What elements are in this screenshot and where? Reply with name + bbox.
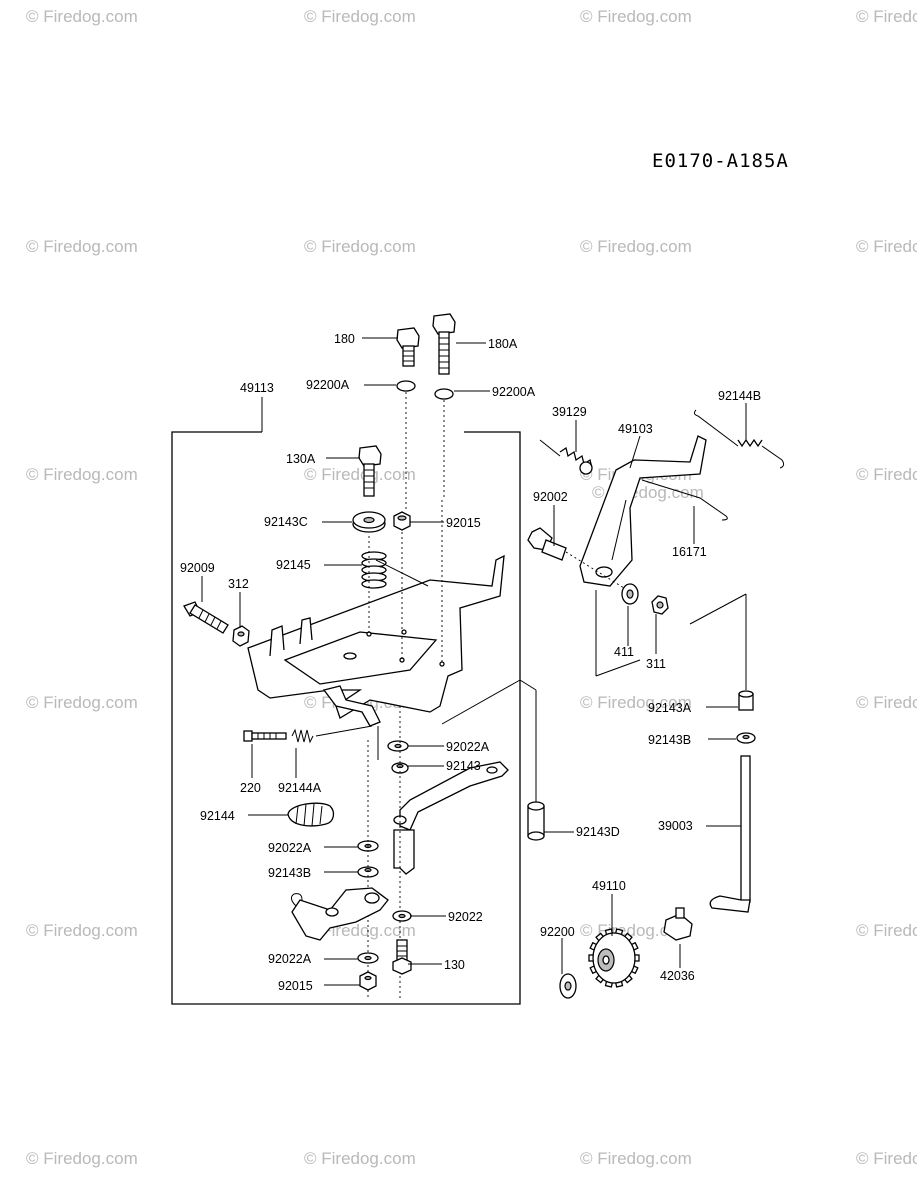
spring-39129 (539, 439, 593, 475)
part-92002-label: 92002 (533, 490, 568, 504)
part-92145-label: 92145 (276, 558, 311, 572)
part-180A-label: 180A (488, 337, 518, 351)
watermark: © Firedog.com (580, 693, 692, 712)
part-92143B-right-label: 92143B (648, 733, 691, 747)
part-220-label: 220 (240, 781, 261, 795)
collar-92143A (738, 690, 754, 711)
part-92022A-upper-label: 92022A (446, 740, 490, 754)
watermark: © Firedog.com (26, 465, 138, 484)
watermark: © Firedog.com (304, 237, 416, 256)
nut-312 (232, 625, 250, 647)
part-130A-label: 130A (286, 452, 316, 466)
watermark: © Firedog.com (856, 693, 917, 712)
watermark: © Firedog.com (26, 7, 138, 26)
spring-92144A (291, 728, 314, 744)
lower-bracket (322, 685, 381, 727)
part-92144A-label: 92144A (278, 781, 322, 795)
watermark: © Firedog.com (580, 1149, 692, 1168)
governor-lever (393, 761, 509, 875)
governor-plate (247, 554, 505, 719)
sleeve-92143D (527, 801, 545, 841)
watermark: © Firedog.com (856, 7, 917, 26)
part-49103-label: 49103 (618, 422, 653, 436)
part-180-label: 180 (334, 332, 355, 346)
part-39129-label: 39129 (552, 405, 587, 419)
watermark: © Firedog.com (26, 1149, 138, 1168)
part-92143B-left-label: 92143B (268, 866, 311, 880)
leader-lines (201, 337, 747, 986)
part-92200A-right-label: 92200A (492, 385, 536, 399)
nut-92015-top (393, 511, 411, 531)
washer-92200A-left (396, 380, 416, 392)
watermark: © Firedog.com (580, 7, 692, 26)
lower-lever (290, 887, 389, 941)
watermark: © Firedog.com (26, 921, 138, 940)
watermarks: © Firedog.com © Firedog.com © Firedog.com ©… (26, 7, 917, 1168)
bushing-92143C (352, 511, 386, 533)
assembly-frame (171, 397, 537, 1005)
watermark: © Firedog.com (856, 1149, 917, 1168)
part-312-label: 312 (228, 577, 249, 591)
spring-92144 (287, 802, 335, 827)
part-92022-label: 92022 (448, 910, 483, 924)
part-92143D-label: 92143D (576, 825, 620, 839)
watermark: © Firedog.com (580, 237, 692, 256)
washer-92200A-right (434, 388, 454, 400)
part-49110-label: 49110 (592, 879, 626, 893)
watermark: © Firedog.com (856, 465, 917, 484)
part-92143C-label: 92143C (264, 515, 308, 529)
screw-92009 (183, 601, 229, 634)
bolt-130 (392, 939, 412, 975)
part-42036-holder (663, 907, 693, 941)
diagram-code: E0170-A185A (652, 150, 789, 172)
spring-92145 (361, 551, 387, 589)
part-16171-label: 16171 (672, 545, 707, 559)
nut-92015-bottom (359, 971, 377, 991)
part-49113-label: 49113 (240, 381, 274, 395)
watermark: © Firedog.com (856, 237, 917, 256)
watermark: © Firedog.com (856, 921, 917, 940)
part-411-label: 411 (614, 645, 634, 659)
part-92144B-label: 92144B (718, 389, 761, 403)
watermark: © Firedog.com (304, 465, 416, 484)
bolt-180 (396, 327, 420, 367)
part-92200-label: 92200 (540, 925, 575, 939)
shaft-39003 (709, 755, 751, 913)
washer-92143B-right (736, 732, 756, 744)
part-92022A-lower-label: 92022A (268, 952, 312, 966)
part-42036-label: 42036 (660, 969, 695, 983)
bolt-92002 (527, 527, 567, 561)
part-92009-label: 92009 (180, 561, 215, 575)
bolt-180A (432, 313, 456, 375)
washer-92200 (559, 973, 577, 999)
gear-49110 (588, 928, 640, 988)
part-92200A-left-label: 92200A (306, 378, 350, 392)
screw-220 (243, 730, 287, 742)
part-labels: 180 180A 49113 92200A 92200A 39129 49103 92144B… (180, 332, 761, 993)
part-92143-label: 92143 (446, 759, 481, 773)
part-130-label: 130 (444, 958, 465, 972)
spring-92144B (693, 409, 785, 469)
nut-311 (651, 595, 669, 615)
rod-16171 (641, 479, 728, 521)
lever-49103 (579, 435, 707, 587)
part-311-label: 311 (646, 657, 666, 671)
watermark: © Firedog.com (304, 1149, 416, 1168)
part-92144-label: 92144 (200, 809, 235, 823)
watermark: © Firedog.com (26, 237, 138, 256)
part-92022A-middle-label: 92022A (268, 841, 312, 855)
part-92015-bottom-label: 92015 (278, 979, 313, 993)
watermark: © Firedog.com (304, 7, 416, 26)
part-92015-top-label: 92015 (446, 516, 481, 530)
part-39003-label: 39003 (658, 819, 693, 833)
watermark: © Firedog.com (26, 693, 138, 712)
part-92143A-label: 92143A (648, 701, 692, 715)
